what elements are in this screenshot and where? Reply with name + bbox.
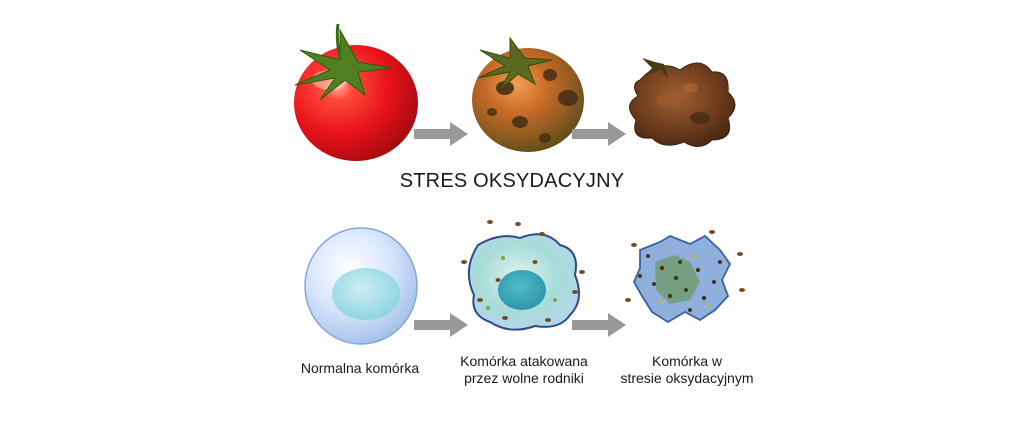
rotten-tomato-icon [629,58,736,147]
attacked-cell-icon [461,220,585,331]
spotted-tomato-icon [472,36,584,152]
arrow-icon [572,313,626,337]
arrow-icon [414,122,468,146]
fresh-tomato-icon [294,23,418,161]
caption-line: Komórka atakowana [460,353,588,369]
caption-attacked-cell: Komórka atakowana przez wolne rodniki [454,353,594,387]
caption-stressed-cell: Komórka w stresie oksydacyjnym [612,353,762,387]
caption-line: stresie oksydacyjnym [620,370,754,386]
arrow-icon [414,313,468,337]
arrow-icon [572,122,626,146]
caption-line: Normalna komórka [300,360,420,376]
normal-cell-icon [304,227,418,345]
stressed-cell-icon [625,230,745,324]
diagram-title: STRES OKSYDACYJNY [399,170,625,192]
caption-normal-cell: Normalna komórka [300,360,420,377]
caption-line: Komórka w [651,353,723,369]
caption-line: przez wolne rodniki [464,370,584,386]
